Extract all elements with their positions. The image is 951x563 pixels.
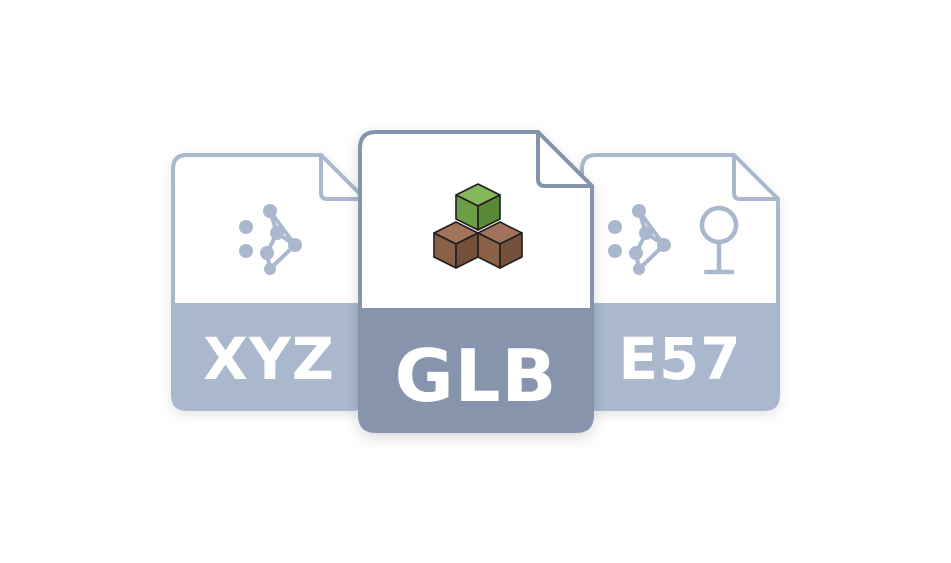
e57-file-icon: E57	[580, 153, 780, 411]
file-shape	[171, 153, 367, 411]
glb-file-icon: GLB	[358, 130, 594, 433]
file-extension-label: E57	[618, 325, 742, 393]
point-cloud-icon	[608, 204, 671, 275]
stacked-cubes-icon	[433, 183, 523, 269]
xyz-file-icon: XYZ	[171, 153, 367, 411]
file-shape	[358, 130, 594, 433]
point-cloud-icon	[239, 204, 302, 275]
file-extension-label: XYZ	[203, 325, 335, 393]
pin-icon	[699, 205, 739, 275]
file-shape	[580, 153, 780, 411]
file-extension-label: GLB	[394, 334, 558, 418]
